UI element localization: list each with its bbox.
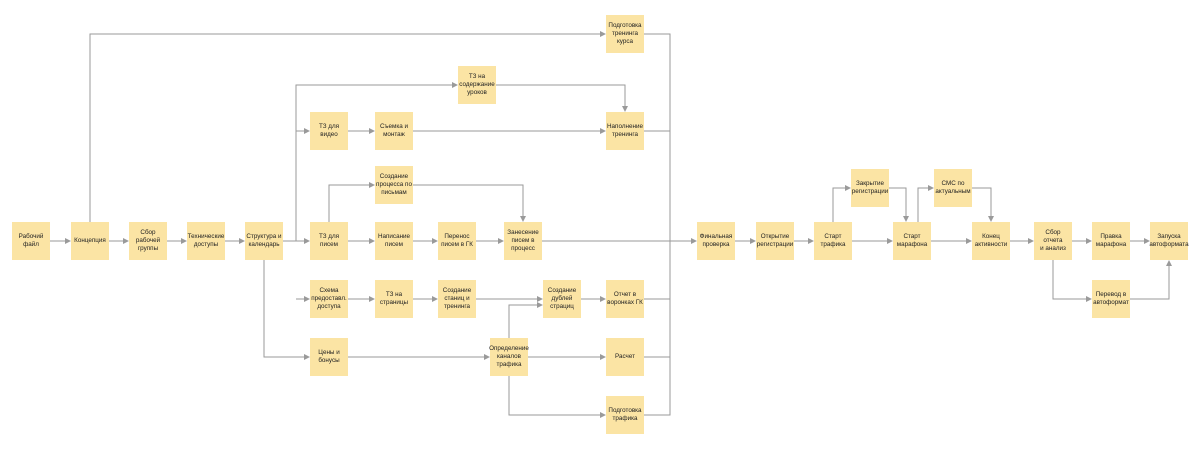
- node-traffic-start: Старт трафика: [814, 222, 852, 260]
- connector-arrow: [89, 31, 606, 222]
- node-calculation: Расчет: [606, 338, 644, 376]
- node-traffic-channels: Определение каналов трафика: [489, 338, 529, 376]
- connector-arrow: [1130, 260, 1172, 300]
- node-writing-letters: Написание писем: [375, 222, 413, 260]
- node-marathon-start: Старт марафона: [893, 222, 931, 260]
- node-training-prep: Подготовка тренинга курса: [606, 15, 644, 53]
- node-funnel-report: Отчет в воронках ГК: [606, 280, 644, 318]
- connector-arrow: [263, 260, 310, 360]
- node-final-check: Финальная проверка: [697, 222, 735, 260]
- connector-arrow: [644, 33, 671, 416]
- node-working-file: Рабочий файл: [12, 222, 50, 260]
- node-traffic-prep: Подготовка трафика: [606, 396, 644, 434]
- node-tz-letters: ТЗ для писем: [310, 222, 348, 260]
- node-autoformat-launch: Запуска автоформата: [1149, 222, 1189, 260]
- connector-arrow: [917, 185, 934, 222]
- node-letters-process: Создание процесса по письмам: [375, 166, 413, 204]
- node-report-analysis: Сбор отчета и анализ: [1034, 222, 1072, 260]
- node-marathon-edit: Правка марафона: [1092, 222, 1130, 260]
- connector-arrow: [508, 302, 543, 338]
- connector-arrow: [889, 187, 909, 222]
- node-tz-video: ТЗ для видео: [310, 112, 348, 150]
- node-access-scheme: Схема предоставл. доступа: [310, 280, 348, 318]
- node-pages-training: Создание станиц и тренинга: [438, 280, 476, 318]
- node-concept: Концепция: [71, 222, 109, 260]
- connector-arrow: [972, 187, 994, 222]
- node-reg-close: Закрытие регистрации: [851, 169, 889, 207]
- node-reg-open: Открытие регистрации: [756, 222, 794, 260]
- node-shooting: Съемка и монтаж: [375, 112, 413, 150]
- node-transfer-letters: Перенос писем в ГК: [438, 222, 476, 260]
- node-sms-actual: СМС по актуальным: [934, 169, 972, 207]
- node-autoformat-transfer: Перевод в автоформат: [1092, 280, 1130, 318]
- node-duplicate-pages: Создание дублей страциц: [543, 280, 581, 318]
- node-prices-bonuses: Цены и бонусы: [310, 338, 348, 376]
- node-tz-pages: ТЗ на страницы: [375, 280, 413, 318]
- connector-arrow: [508, 376, 606, 418]
- connector-arrow: [413, 184, 526, 222]
- connector-arrow: [1052, 260, 1092, 302]
- node-tech-access: Технические доступы: [187, 222, 225, 260]
- connector-arrow: [832, 185, 851, 222]
- node-gather-group: Сбор рабочей группы: [129, 222, 167, 260]
- node-entering-letters: Занесение писем в процесс: [504, 222, 542, 260]
- connector-arrow: [295, 82, 458, 241]
- connector-arrow: [328, 182, 375, 222]
- node-training-fill: Наполнение тренинга: [606, 112, 644, 150]
- node-activity-end: Конец активности: [972, 222, 1010, 260]
- node-structure-calendar: Структура и календарь: [245, 222, 283, 260]
- connector-arrow: [496, 84, 628, 112]
- node-tz-lessons: ТЗ на содержание уроков: [458, 66, 496, 104]
